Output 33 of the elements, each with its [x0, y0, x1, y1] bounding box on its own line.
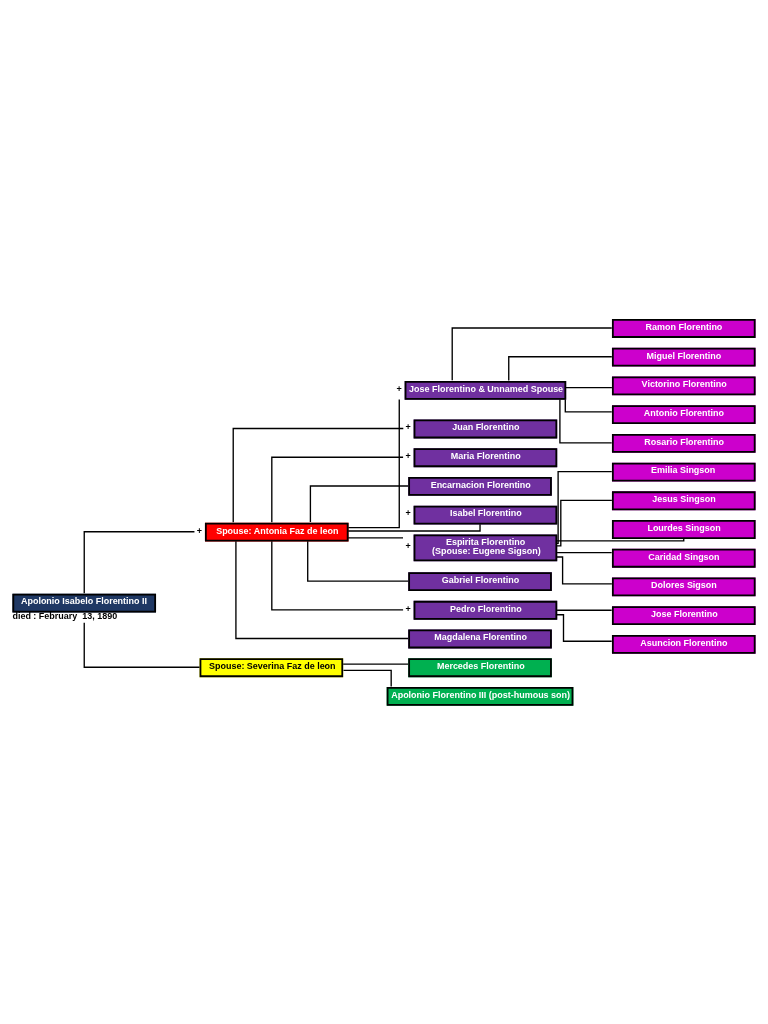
connector [556, 556, 613, 585]
connector [556, 470, 613, 545]
node-label: + [405, 451, 411, 462]
connector [556, 552, 613, 554]
connector [565, 387, 613, 389]
node-label: + [405, 603, 411, 614]
connector [342, 663, 409, 665]
connector [347, 398, 400, 529]
connector [232, 427, 404, 523]
connector [564, 398, 613, 413]
connector [307, 540, 409, 582]
connector [347, 523, 481, 532]
connector [451, 327, 613, 381]
connector [347, 537, 404, 539]
connector [556, 499, 613, 547]
connector [83, 531, 196, 594]
connector [235, 540, 409, 640]
connector [556, 538, 685, 542]
connector [556, 609, 613, 611]
connector [271, 540, 404, 611]
connector [556, 614, 613, 642]
node-label: + [396, 383, 402, 394]
connector [508, 356, 613, 382]
connector [271, 456, 404, 523]
connector [83, 622, 201, 668]
node-label: + [405, 541, 411, 552]
node-label: + [196, 525, 203, 536]
node-label: died : February 13, 1890 [12, 610, 118, 621]
connector [559, 398, 613, 444]
connector [309, 485, 409, 523]
node-label: + [405, 422, 411, 433]
node-label: + [405, 508, 411, 519]
connector [342, 669, 392, 688]
